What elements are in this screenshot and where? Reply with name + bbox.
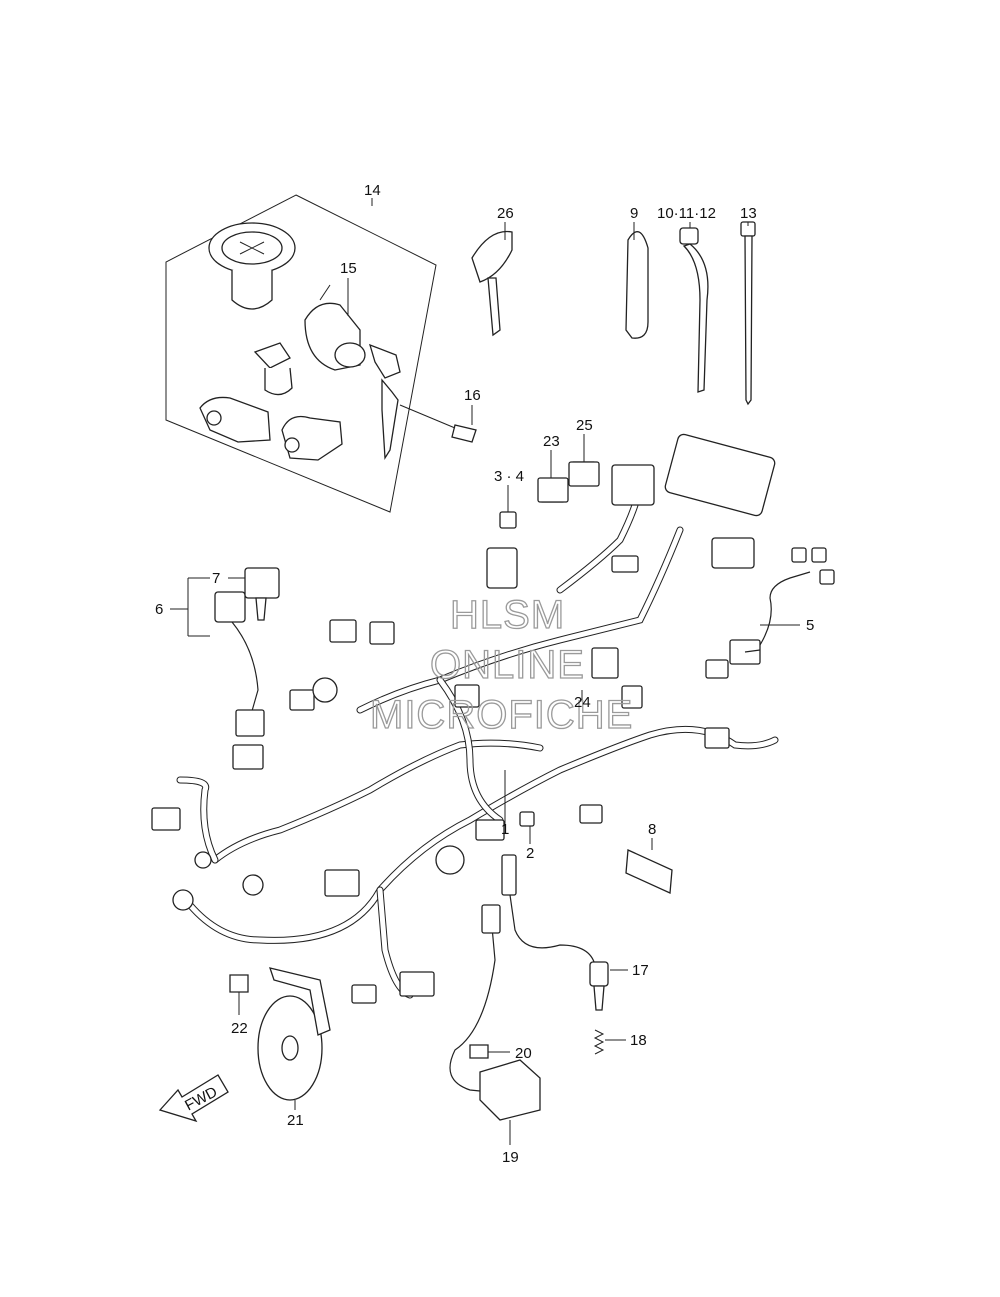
screw-part xyxy=(399,404,477,443)
callout-23: 23 xyxy=(543,433,560,450)
watermark: HLSM ONLINE MICROFICHE xyxy=(369,592,633,737)
bolt-20 xyxy=(469,1044,510,1059)
relay-23 xyxy=(537,477,569,503)
callout-7: 7 xyxy=(212,570,220,587)
relay-25 xyxy=(568,461,600,487)
callout-8: 8 xyxy=(648,821,656,838)
helmet-lock-part xyxy=(199,396,271,443)
sensor-7 xyxy=(244,567,280,621)
fuel-cap-lock-part xyxy=(208,222,296,310)
callout-14: 14 xyxy=(364,182,381,199)
horn-21 xyxy=(257,967,331,1101)
sub-harness-6 xyxy=(214,591,265,737)
key-blank-part xyxy=(471,230,513,337)
callout-20: 20 xyxy=(515,1045,532,1062)
callout-18: 18 xyxy=(630,1032,647,1049)
watermark-line2: ONLINE xyxy=(430,643,585,687)
callout-9: 9 xyxy=(630,205,638,222)
ignition-switch-part xyxy=(304,284,401,461)
bolt-22 xyxy=(229,974,249,1005)
callout-16: 16 xyxy=(464,387,481,404)
fwd-arrow-icon xyxy=(158,1074,229,1123)
callout-10-11-12: 10·11·12 xyxy=(657,205,716,222)
ignition-lock-set-box xyxy=(165,194,437,513)
watermark-line1: HLSM xyxy=(450,593,565,637)
main-wiring-harness xyxy=(151,433,779,1004)
callout-24: 24 xyxy=(574,694,591,711)
callout-26: 26 xyxy=(497,205,514,222)
callout-5: 5 xyxy=(806,617,814,634)
sub-harness-5 xyxy=(744,547,835,653)
sensor-17 xyxy=(501,854,609,1011)
spring-18 xyxy=(593,1029,605,1055)
callout-2: 2 xyxy=(526,845,534,862)
leader-lines xyxy=(170,198,800,1145)
cable-tie-part xyxy=(740,221,756,406)
seat-lock-part xyxy=(253,342,293,396)
callout-3-4: 3 · 4 xyxy=(494,468,524,485)
clamp-part xyxy=(625,231,649,339)
callout-15: 15 xyxy=(340,260,357,277)
switch-19 xyxy=(449,904,541,1121)
callout-22: 22 xyxy=(231,1020,248,1037)
callout-21: 21 xyxy=(287,1112,304,1129)
steering-lock-part xyxy=(281,415,343,461)
callout-19: 19 xyxy=(502,1149,519,1166)
label-plate-8 xyxy=(625,849,673,894)
fuse-2 xyxy=(519,811,535,827)
callout-6: 6 xyxy=(155,601,163,618)
callout-13: 13 xyxy=(740,205,757,222)
callout-25: 25 xyxy=(576,417,593,434)
cable-tie-clamp-part xyxy=(679,227,709,393)
callout-1: 1 xyxy=(501,821,509,838)
watermark-line3: MICROFICHE xyxy=(370,693,633,737)
callout-17: 17 xyxy=(632,962,649,979)
fuse-3-4 xyxy=(499,511,517,529)
